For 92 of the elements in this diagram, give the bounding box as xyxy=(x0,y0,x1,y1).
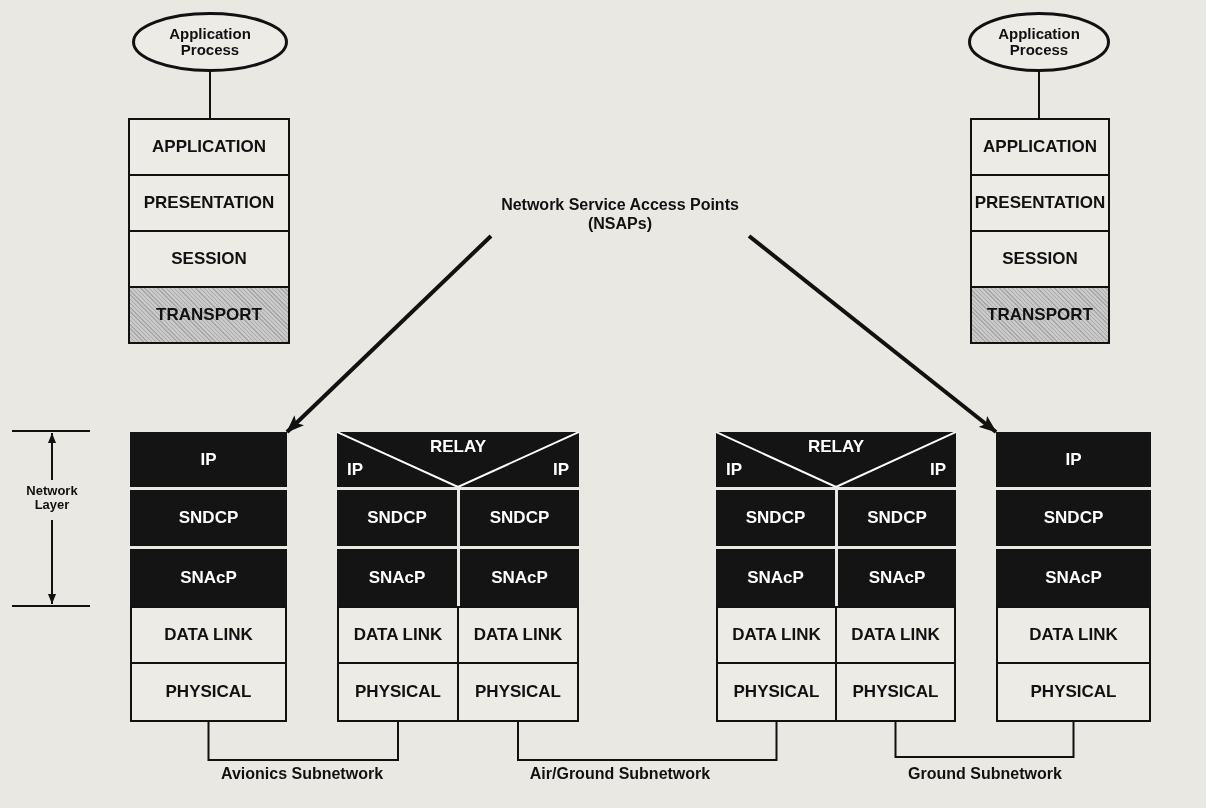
process-ellipse xyxy=(132,12,288,72)
filled-layer-box xyxy=(996,490,1151,546)
layer-box xyxy=(835,606,956,664)
process-ellipse xyxy=(968,12,1110,72)
filled-layer-box xyxy=(130,549,287,606)
filled-layer-box xyxy=(996,549,1151,606)
relay-layer-box xyxy=(337,432,579,487)
layer-box xyxy=(996,662,1151,722)
layer-box xyxy=(128,174,290,232)
subnetwork-label: Air/Ground Subnetwork xyxy=(528,766,712,783)
process-label: Application Process xyxy=(997,25,1081,59)
connector-line xyxy=(1038,71,1040,119)
layer-label: PHYSICAL xyxy=(1030,682,1117,702)
process-label: Application Process xyxy=(168,25,252,59)
layer-label: IP xyxy=(1065,449,1082,470)
layer-box xyxy=(970,174,1110,232)
layer-label: TRANSPORT xyxy=(156,305,262,325)
layer-label: APPLICATION xyxy=(983,137,1097,157)
filled-layer-box xyxy=(337,549,457,606)
layer-label: IP xyxy=(347,460,364,480)
layer-box xyxy=(835,662,956,722)
layer-label: DATA LINK xyxy=(473,625,563,645)
layer-label: PHYSICAL xyxy=(355,682,441,702)
layer-box xyxy=(128,230,290,288)
layer-label: IP xyxy=(200,449,217,470)
filled-layer-box xyxy=(716,549,835,606)
layer-label: SNDCP xyxy=(867,508,927,528)
layer-label: DATA LINK xyxy=(732,625,821,645)
layer-label: SESSION xyxy=(171,249,247,269)
layer-label: PHYSICAL xyxy=(165,682,252,702)
shaded-layer-box xyxy=(128,286,290,344)
layer-label: DATA LINK xyxy=(164,625,253,645)
layer-box xyxy=(457,662,579,722)
layer-box xyxy=(130,662,287,722)
annotation-text: Network Service Access Points (NSAPs) xyxy=(500,194,740,234)
layer-label: SNAcP xyxy=(1045,567,1102,588)
filled-layer-box xyxy=(838,490,956,546)
layer-label: RELAY xyxy=(428,437,488,457)
layer-label: SNAcP xyxy=(747,567,804,588)
layer-label: DATA LINK xyxy=(851,625,940,645)
layer-label: APPLICATION xyxy=(152,137,266,157)
layer-box xyxy=(130,606,287,664)
filled-layer-box xyxy=(996,432,1151,487)
arrow xyxy=(747,234,998,434)
layer-box xyxy=(716,606,837,664)
connector-line xyxy=(894,721,1075,758)
shaded-layer-box xyxy=(970,286,1110,344)
layer-box xyxy=(716,662,837,722)
layer-label: TRANSPORT xyxy=(987,305,1093,325)
filled-layer-box xyxy=(716,490,835,546)
layer-box xyxy=(970,230,1110,288)
filled-layer-box xyxy=(460,490,579,546)
layer-label: SNAcP xyxy=(491,567,548,588)
layer-box xyxy=(970,118,1110,176)
layer-label: SNAcP xyxy=(180,567,237,588)
layer-label: SNAcP xyxy=(368,567,426,588)
layer-box xyxy=(128,118,290,176)
layer-label: DATA LINK xyxy=(1029,625,1118,645)
layer-label: PRESENTATION xyxy=(974,193,1106,213)
layer-label: SNDCP xyxy=(745,508,806,528)
layer-label: RELAY xyxy=(806,437,866,457)
layer-box xyxy=(337,606,459,664)
arrow xyxy=(285,234,493,434)
layer-label: DATA LINK xyxy=(353,625,443,645)
layer-label: SESSION xyxy=(1002,249,1078,269)
layer-label: PRESENTATION xyxy=(143,193,275,213)
dimension-label: Network Layer xyxy=(25,484,79,512)
layer-label: SNDCP xyxy=(178,508,239,528)
layer-label: IP xyxy=(726,460,743,480)
filled-layer-box xyxy=(838,549,956,606)
layer-label: SNDCP xyxy=(489,508,550,528)
filled-layer-box xyxy=(460,549,579,606)
connector-line xyxy=(517,721,778,761)
layer-box xyxy=(996,606,1151,664)
layer-label: IP xyxy=(929,460,946,480)
layer-label: SNDCP xyxy=(367,508,427,528)
layer-box xyxy=(457,606,579,664)
relay-layer-box xyxy=(716,432,956,487)
layer-box xyxy=(337,662,459,722)
layer-label: IP xyxy=(552,460,569,480)
layer-label: SNDCP xyxy=(1043,508,1104,528)
connector-line xyxy=(209,71,211,119)
subnetwork-label: Ground Subnetwork xyxy=(907,766,1063,783)
layer-label: PHYSICAL xyxy=(852,682,939,702)
layer-label: PHYSICAL xyxy=(733,682,820,702)
layer-label: SNAcP xyxy=(868,567,926,588)
subnetwork-label: Avionics Subnetwork xyxy=(219,766,385,783)
filled-layer-box xyxy=(337,490,457,546)
layer-label: PHYSICAL xyxy=(475,682,561,702)
filled-layer-box xyxy=(130,490,287,546)
connector-line xyxy=(207,721,399,761)
filled-layer-box xyxy=(130,432,287,487)
